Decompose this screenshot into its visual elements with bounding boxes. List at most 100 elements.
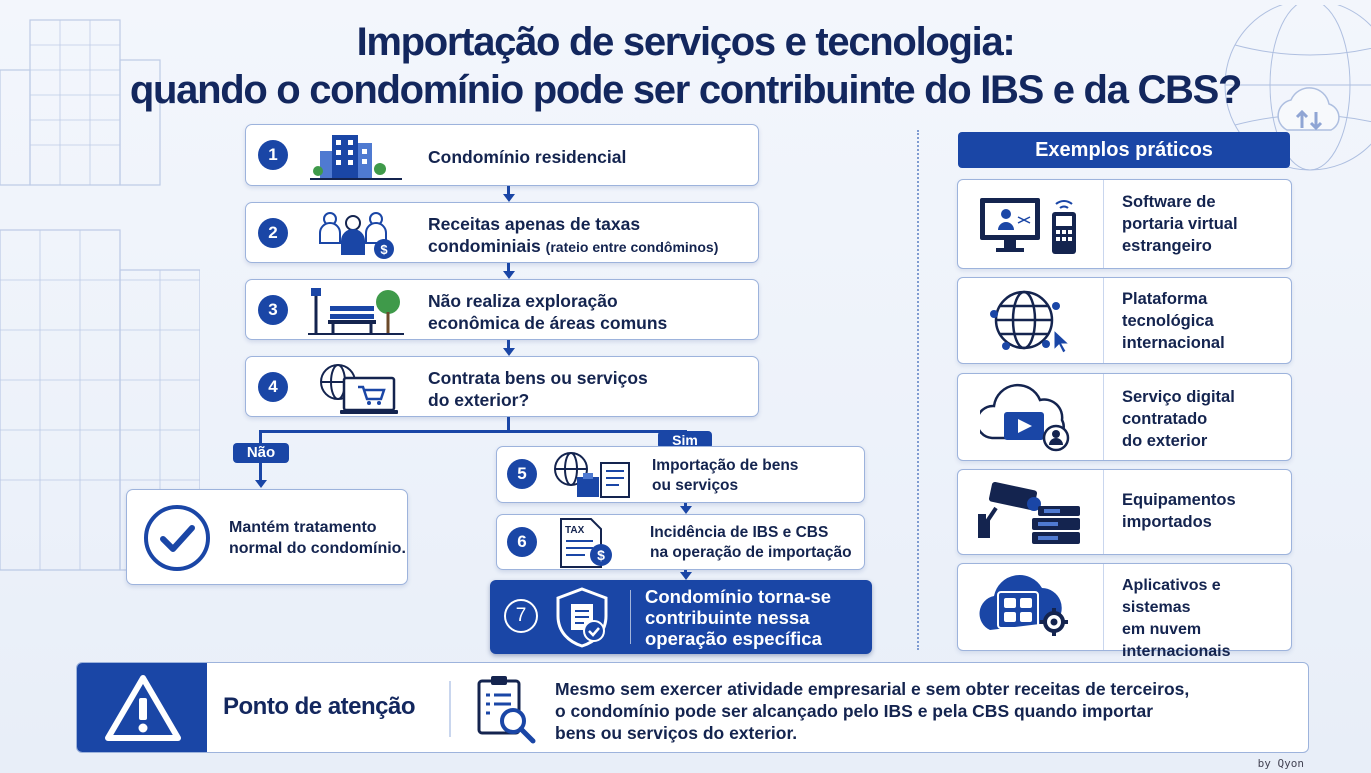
step-7-text: Condomínio torna-se contribuinte nessa o… bbox=[645, 586, 831, 649]
step-2-line-2: condominiais bbox=[428, 236, 541, 256]
branch-horizontal-line bbox=[259, 430, 686, 433]
cloud-video-icon bbox=[980, 383, 1070, 452]
connector-4-branch bbox=[507, 417, 510, 432]
branch-no-label: Não bbox=[233, 443, 289, 463]
step-7-line-3: operação específica bbox=[645, 628, 822, 649]
svg-text:$: $ bbox=[380, 242, 388, 257]
document-search-icon bbox=[477, 676, 536, 744]
example-card-4: Equipamentos importados bbox=[957, 469, 1292, 555]
arrowhead-2-3 bbox=[503, 271, 515, 279]
example-3-iconbox bbox=[958, 374, 1104, 460]
step-1-text: Condomínio residencial bbox=[428, 146, 626, 168]
step-2-card: 2 $ Receitas apenas de taxas condominiai… bbox=[245, 202, 759, 263]
step-6-line-1: Incidência de IBS e CBS bbox=[650, 524, 829, 541]
example-2-text: Plataforma tecnológica internacional bbox=[1122, 288, 1225, 354]
example-3-line-3: do exterior bbox=[1122, 432, 1208, 450]
page-title: Importação de serviços e tecnologia: qua… bbox=[120, 18, 1251, 114]
step-3-number: 3 bbox=[258, 295, 288, 325]
step-4-line-1: Contrata bens ou serviços bbox=[428, 368, 648, 388]
step-6-text: Incidência de IBS e CBS na operação de i… bbox=[650, 523, 852, 563]
shield-check-icon bbox=[556, 587, 608, 648]
title-line-1: Importação de serviços e tecnologia: bbox=[356, 20, 1016, 64]
example-1-text: Software de portaria virtual estrangeiro bbox=[1122, 191, 1238, 257]
example-1-line-3: estrangeiro bbox=[1122, 237, 1212, 255]
example-4-line-1: Equipamentos bbox=[1122, 491, 1236, 509]
example-2-line-2: tecnológica bbox=[1122, 312, 1214, 330]
connector-2-3 bbox=[507, 263, 510, 273]
example-5-text: Aplicativos e sistemas em nuvem internac… bbox=[1122, 575, 1291, 663]
arrowhead-6-7 bbox=[680, 572, 692, 580]
step-7-divider bbox=[630, 590, 631, 644]
example-2-line-3: internacional bbox=[1122, 334, 1225, 352]
credit-text: by Qyon bbox=[1257, 757, 1304, 770]
examples-header: Exemplos práticos bbox=[958, 132, 1290, 168]
step-3-line-2: econômica de áreas comuns bbox=[428, 313, 668, 333]
step-6-number: 6 bbox=[507, 527, 537, 557]
step-4-text: Contrata bens ou serviços do exterior? bbox=[428, 367, 648, 411]
step-1-number: 1 bbox=[258, 140, 288, 170]
check-circle-icon bbox=[144, 505, 210, 571]
example-5-line-2: em nuvem bbox=[1122, 621, 1202, 638]
step-2-note: (rateio entre condôminos) bbox=[545, 239, 719, 255]
step-7-line-2: contribuinte nessa bbox=[645, 607, 810, 628]
example-4-text: Equipamentos importados bbox=[1122, 489, 1236, 533]
globe-cart-icon bbox=[320, 364, 398, 414]
step-2-line-1: Receitas apenas de taxas bbox=[428, 214, 641, 234]
example-card-5: Aplicativos e sistemas em nuvem internac… bbox=[957, 563, 1292, 660]
network-globe-icon bbox=[990, 290, 1071, 354]
connector-3-4 bbox=[507, 340, 510, 350]
cloud-apps-icon bbox=[979, 575, 1068, 636]
step-7-card: 7 Condomínio torna-se contribuinte nessa… bbox=[490, 580, 872, 654]
attention-line-1: Mesmo sem exercer atividade empresarial … bbox=[555, 679, 1190, 699]
example-3-line-2: contratado bbox=[1122, 410, 1208, 428]
branch-no-card: Mantém tratamento normal do condomínio. bbox=[126, 489, 408, 585]
step-2-text: Receitas apenas de taxas condominiais (r… bbox=[428, 213, 718, 258]
branch-no-text: Mantém tratamento normal do condomínio. bbox=[229, 517, 406, 559]
example-2-line-1: Plataforma bbox=[1122, 290, 1208, 308]
example-card-3: Serviço digital contratado do exterior bbox=[957, 373, 1292, 461]
example-4-line-2: importados bbox=[1122, 513, 1212, 531]
step-3-card: 3 Não realiza exploração econômica de ár… bbox=[245, 279, 759, 340]
warning-icon bbox=[105, 675, 181, 741]
section-divider bbox=[917, 130, 919, 650]
example-3-line-1: Serviço digital bbox=[1122, 388, 1235, 406]
step-5-text: Importação de bens ou serviços bbox=[652, 456, 798, 496]
step-4-number: 4 bbox=[258, 372, 288, 402]
step-6-card: 6 TAX $ Incidência de IBS e CBS na opera… bbox=[496, 514, 865, 570]
attention-title: Ponto de atenção bbox=[223, 693, 416, 720]
svg-text:$: $ bbox=[597, 547, 605, 563]
branch-no-line-1: Mantém tratamento bbox=[229, 519, 377, 536]
step-4-card: 4 Contrata bens ou serviços do exterior? bbox=[245, 356, 759, 417]
attention-panel: Ponto de atenção Mesmo sem exercer ativi… bbox=[76, 662, 1309, 753]
example-3-text: Serviço digital contratado do exterior bbox=[1122, 386, 1235, 452]
example-2-iconbox bbox=[958, 278, 1104, 363]
step-7-number: 7 bbox=[504, 599, 538, 633]
svg-text:TAX: TAX bbox=[565, 525, 585, 536]
attention-line-2: o condomínio pode ser alcançado pelo IBS… bbox=[555, 701, 1154, 721]
tax-document-icon: TAX $ bbox=[560, 518, 612, 568]
example-4-iconbox bbox=[958, 470, 1104, 554]
example-card-2: Plataforma tecnológica internacional bbox=[957, 277, 1292, 364]
arrowhead-1-2 bbox=[503, 194, 515, 202]
connector-1-2 bbox=[507, 186, 510, 196]
import-documents-icon bbox=[554, 452, 630, 498]
step-4-line-2: do exterior? bbox=[428, 390, 530, 410]
attention-text: Mesmo sem exercer atividade empresarial … bbox=[555, 678, 1275, 744]
step-5-card: 5 Importação de bens ou serviços bbox=[496, 446, 865, 503]
residential-building-icon bbox=[310, 135, 402, 180]
attention-divider bbox=[449, 681, 451, 737]
virtual-concierge-icon bbox=[980, 198, 1076, 254]
step-5-number: 5 bbox=[507, 459, 537, 489]
arrowhead-3-4 bbox=[503, 348, 515, 356]
people-money-icon: $ bbox=[319, 212, 394, 259]
background-globe bbox=[1224, 5, 1371, 171]
example-5-line-3: internacionais bbox=[1122, 643, 1231, 660]
example-1-line-1: Software de bbox=[1122, 193, 1216, 211]
step-3-line-1: Não realiza exploração bbox=[428, 291, 618, 311]
arrowhead-5-6 bbox=[680, 506, 692, 514]
step-2-number: 2 bbox=[258, 218, 288, 248]
example-1-iconbox bbox=[958, 180, 1104, 268]
example-1-line-2: portaria virtual bbox=[1122, 215, 1238, 233]
step-7-line-1: Condomínio torna-se bbox=[645, 586, 832, 607]
step-3-text: Não realiza exploração econômica de área… bbox=[428, 290, 667, 334]
